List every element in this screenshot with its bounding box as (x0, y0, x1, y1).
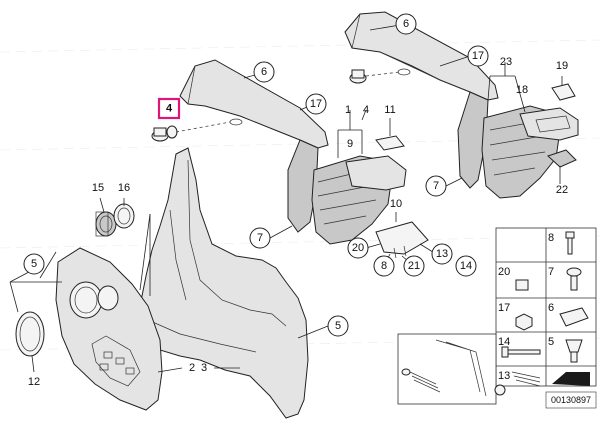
svg-text:18: 18 (516, 84, 528, 96)
svg-text:15: 15 (92, 182, 104, 194)
svg-text:5: 5 (31, 258, 37, 270)
svg-text:17: 17 (498, 302, 510, 314)
svg-text:12: 12 (28, 376, 40, 388)
callout-7-mid: 7 (249, 227, 271, 249)
ring-16 (113, 203, 135, 229)
part-21-box (397, 333, 506, 405)
legend-cell-13: 13 (498, 370, 541, 387)
svg-text:5: 5 (0, 0, 3, 6)
svg-text:6: 6 (548, 302, 554, 314)
upper-right-vent-duct (481, 105, 579, 199)
legend-cell-8: 8 (548, 231, 575, 255)
legend-cell-6: 6 (548, 302, 589, 327)
svg-text:00130897: 00130897 (551, 395, 591, 405)
svg-text:20: 20 (498, 266, 510, 278)
svg-text:5: 5 (335, 320, 341, 332)
svg-text:7: 7 (433, 180, 439, 192)
callout-22: 22 (556, 184, 568, 196)
callout-4-middle: 4 (363, 104, 369, 116)
svg-text:22: 22 (556, 184, 568, 196)
svg-text:17: 17 (310, 98, 322, 110)
part-11 (375, 135, 405, 151)
svg-text:4: 4 (363, 104, 369, 116)
speaker-15 (95, 211, 117, 237)
callout-19: 19 (556, 60, 568, 72)
callout-5-left: 5 (23, 253, 45, 275)
callout-21-mid: 21 (403, 255, 425, 277)
callout-12: 12 (28, 376, 40, 388)
callout-2: 2 (189, 362, 195, 374)
svg-text:21: 21 (408, 260, 420, 272)
callouts: 6 17 23 19 18 4 1 11 9 7 22 10 20 8 13 1… (0, 0, 568, 388)
trim-panel-3 (139, 147, 309, 419)
svg-text:1: 1 (345, 104, 351, 116)
callout-7-upper: 7 (425, 175, 447, 197)
callout-17-mid: 17 (305, 93, 327, 115)
grille-panel-2 (55, 247, 163, 411)
clip-19 (551, 83, 576, 101)
middle-panel-6 (179, 59, 329, 233)
svg-text:6: 6 (261, 66, 267, 78)
ring-12 (15, 311, 45, 357)
svg-text:5: 5 (548, 336, 554, 348)
callout-13-mid: 13 (431, 243, 453, 265)
svg-text:14: 14 (498, 336, 510, 348)
callout-1: 1 (345, 104, 351, 116)
clip-22 (547, 149, 577, 168)
callout-4-highlighted: 4 (157, 97, 181, 120)
svg-text:11: 11 (384, 104, 395, 116)
svg-text:14: 14 (460, 260, 472, 272)
legend-cell-7: 7 (548, 266, 582, 291)
callout-23: 23 (500, 56, 512, 68)
callout-3: 3 (201, 362, 207, 374)
svg-text:9: 9 (347, 138, 353, 150)
svg-text:20: 20 (352, 242, 364, 254)
legend-cell-17: 17 (498, 302, 533, 331)
svg-text:16: 16 (118, 182, 130, 194)
legend-cell-14: 14 (498, 336, 541, 358)
svg-text:7: 7 (548, 266, 554, 278)
svg-text:3: 3 (201, 362, 207, 374)
drawing-number: 00130897 (545, 391, 597, 409)
callout-5-right: 5 (327, 315, 349, 337)
callout-15: 15 (92, 182, 104, 194)
middle-vent-duct-1 (311, 155, 407, 245)
svg-text:4: 4 (166, 103, 173, 115)
upper-right-panel-6 (344, 11, 499, 189)
callout-18: 18 (516, 84, 528, 96)
callout-8-mid: 8 (373, 255, 395, 277)
svg-text:23: 23 (500, 56, 512, 68)
callout-11: 11 (384, 104, 395, 116)
svg-text:6: 6 (403, 18, 409, 30)
pin-upper-4 (349, 68, 411, 84)
arrow-icon (552, 372, 590, 386)
callout-6-upper: 6 (395, 13, 417, 35)
legend-cell-5: 5 (548, 336, 583, 363)
svg-text:13: 13 (436, 248, 448, 260)
callout-6-mid: 6 (253, 61, 275, 83)
callout-9: 9 (347, 138, 353, 150)
svg-text:19: 19 (556, 60, 568, 72)
callout-14-mid: 14 (455, 255, 477, 277)
pin-4-highlighted (151, 121, 231, 142)
legend-cell-20: 20 (498, 266, 529, 291)
svg-text:8: 8 (381, 260, 387, 272)
callout-20-mid: 20 (347, 237, 369, 259)
part-10-panel (375, 221, 429, 259)
callout-10: 10 (390, 198, 402, 210)
svg-text:8: 8 (548, 232, 554, 244)
svg-text:2: 2 (189, 362, 195, 374)
callout-16: 16 (118, 182, 130, 194)
legend-grid: 8 20 7 17 6 14 5 21 13 (404, 227, 597, 387)
svg-text:7: 7 (257, 232, 263, 244)
svg-text:13: 13 (498, 370, 510, 382)
svg-text:10: 10 (390, 198, 402, 210)
callout-17-upper: 17 (467, 45, 489, 67)
svg-text:17: 17 (472, 50, 484, 62)
